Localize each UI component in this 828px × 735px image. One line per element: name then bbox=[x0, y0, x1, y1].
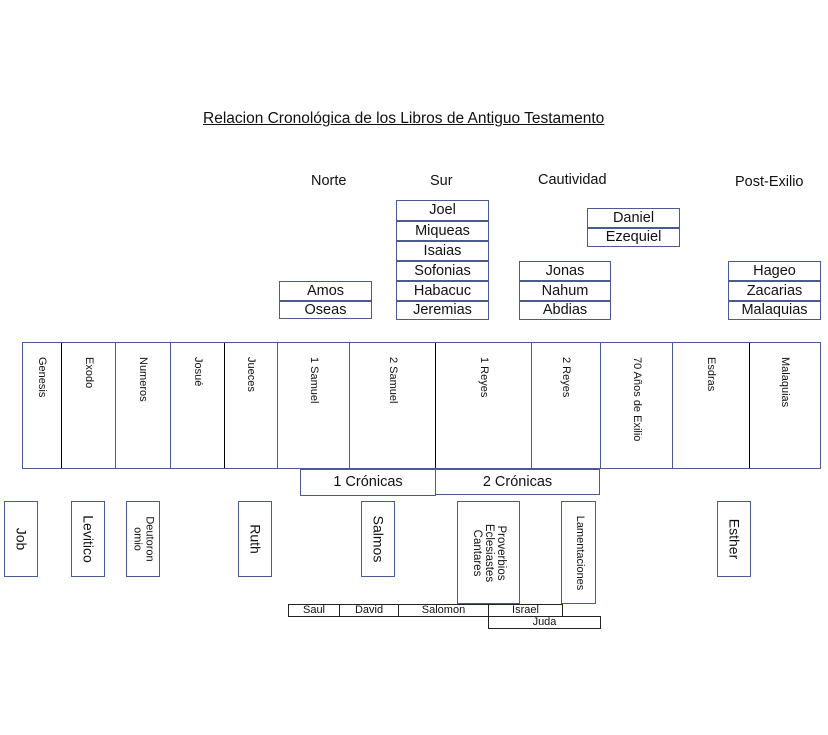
prophet-jeremias: Jeremias bbox=[396, 301, 489, 320]
timeline-label: Genesis bbox=[36, 357, 48, 398]
book-lamentaciones: Lamentaciones bbox=[561, 501, 596, 604]
timeline-label: Malaquias bbox=[779, 357, 791, 408]
timeline: Genesis Exodo Numeros Josué Jueces 1 Sam… bbox=[22, 342, 821, 469]
timeline-malaquias: Malaquias bbox=[750, 343, 820, 468]
timeline-label: 2 Reyes bbox=[560, 357, 572, 398]
timeline-label: 2 Samuel bbox=[386, 357, 399, 404]
box-1-cronicas: 1 Crónicas bbox=[300, 469, 436, 496]
book-label: Lamentaciones bbox=[573, 515, 586, 590]
timeline-esdras: Esdras bbox=[673, 343, 750, 468]
prophet-oseas: Oseas bbox=[279, 301, 372, 319]
book-label: Deutoron omio bbox=[132, 516, 156, 562]
timeline-label: Josué bbox=[191, 357, 204, 387]
diagram-title: Relacion Cronológica de los Libros de An… bbox=[203, 110, 605, 127]
box-2-cronicas: 2 Crónicas bbox=[435, 469, 600, 495]
timeline-genesis: Genesis bbox=[23, 343, 62, 468]
timeline-jueces: Jueces bbox=[225, 343, 278, 468]
header-norte: Norte bbox=[311, 173, 347, 189]
prophet-abdias: Abdias bbox=[519, 301, 611, 320]
timeline-exodo: Exodo bbox=[62, 343, 116, 468]
prophet-daniel: Daniel bbox=[587, 208, 680, 228]
prophet-malaquias: Malaquias bbox=[728, 301, 821, 320]
book-sabiduria: Proverbios Eclesiastes Cantares bbox=[457, 501, 520, 604]
era-saul: Saul bbox=[288, 604, 340, 617]
prophet-nahum: Nahum bbox=[519, 281, 611, 301]
book-label: Proverbios Eclesiastes Cantares bbox=[470, 523, 507, 582]
book-levitico: Levitico bbox=[71, 501, 105, 577]
timeline-numeros: Numeros bbox=[116, 343, 171, 468]
timeline-exilio: 70 Años de Exilio bbox=[601, 343, 673, 468]
era-david: David bbox=[339, 604, 399, 617]
timeline-josue: Josué bbox=[171, 343, 225, 468]
timeline-label: Esdras bbox=[705, 357, 717, 392]
header-post-exilio: Post-Exilio bbox=[735, 174, 804, 190]
prophet-zacarias: Zacarias bbox=[728, 281, 821, 301]
prophet-amos: Amos bbox=[279, 281, 372, 301]
prophet-jonas: Jonas bbox=[519, 261, 611, 281]
book-esther: Esther bbox=[717, 501, 751, 577]
book-deuteronomio: Deutoron omio bbox=[126, 501, 160, 577]
prophet-sofonias: Sofonias bbox=[396, 261, 489, 281]
timeline-2-samuel: 2 Samuel bbox=[350, 343, 436, 468]
timeline-2-reyes: 2 Reyes bbox=[532, 343, 601, 468]
prophet-ezequiel: Ezequiel bbox=[587, 228, 680, 247]
book-label: Job bbox=[13, 527, 30, 551]
timeline-label: 1 Samuel bbox=[307, 357, 320, 404]
header-cautividad: Cautividad bbox=[538, 172, 607, 188]
header-sur: Sur bbox=[430, 173, 453, 189]
era-juda: Juda bbox=[488, 616, 601, 629]
timeline-label: 70 Años de Exilio bbox=[630, 357, 643, 442]
timeline-label: 1 Reyes bbox=[477, 357, 490, 398]
timeline-1-reyes: 1 Reyes bbox=[436, 343, 532, 468]
book-label: Levitico bbox=[80, 515, 97, 563]
book-salmos: Salmos bbox=[361, 501, 395, 577]
prophet-isaias: Isaias bbox=[396, 241, 489, 261]
prophet-hageo: Hageo bbox=[728, 261, 821, 281]
book-label: Esther bbox=[726, 518, 743, 560]
prophet-miqueas: Miqueas bbox=[396, 221, 489, 241]
book-job: Job bbox=[4, 501, 38, 577]
timeline-label: Numeros bbox=[137, 357, 149, 402]
timeline-label: Jueces bbox=[245, 357, 257, 392]
prophet-joel: Joel bbox=[396, 200, 489, 221]
timeline-1-samuel: 1 Samuel bbox=[278, 343, 350, 468]
book-label: Salmos bbox=[370, 515, 387, 563]
book-ruth: Ruth bbox=[238, 501, 272, 577]
prophet-habacuc: Habacuc bbox=[396, 281, 489, 301]
era-salomon: Salomon bbox=[398, 604, 489, 617]
timeline-label: Exodo bbox=[82, 357, 95, 389]
book-label: Ruth bbox=[247, 524, 264, 554]
